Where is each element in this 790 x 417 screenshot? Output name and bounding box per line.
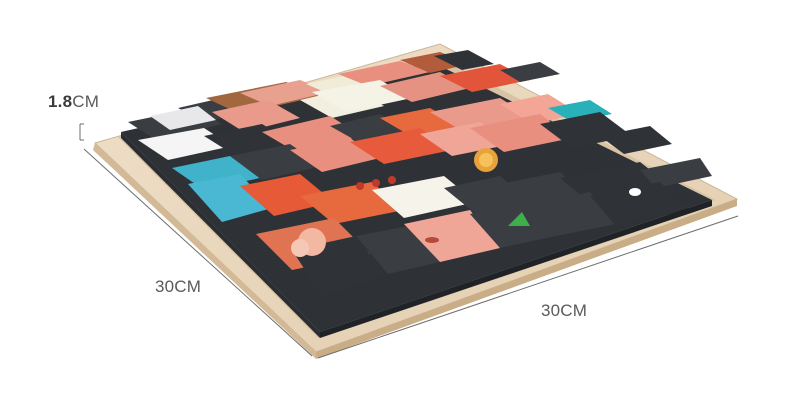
thickness-unit: CM bbox=[72, 92, 100, 111]
left-dimension-line bbox=[83, 148, 313, 357]
thickness-value: 1.8 bbox=[48, 92, 73, 111]
bottom-dimension-line bbox=[317, 215, 739, 359]
thickness-label: 1.8CM bbox=[48, 92, 99, 112]
thickness-dimension-line bbox=[79, 123, 84, 141]
bottom-side-label: 30CM bbox=[541, 301, 588, 320]
puzzle-tiles bbox=[121, 50, 712, 338]
left-side-label: 30CM bbox=[155, 277, 202, 296]
